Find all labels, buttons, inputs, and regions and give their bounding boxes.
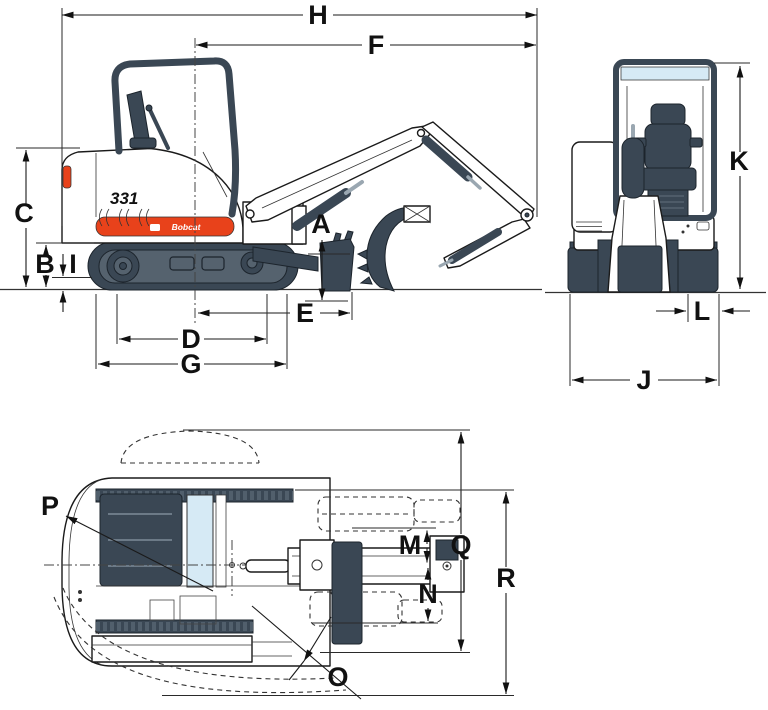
canopy-glazing <box>620 66 710 81</box>
side-boom <box>245 121 535 292</box>
rops-canopy <box>111 57 240 218</box>
rear-boom <box>597 124 679 293</box>
rear-view <box>567 59 719 293</box>
dim-label-h: H <box>308 0 328 30</box>
dim-label-b: B <box>35 249 55 279</box>
dim-A: A <box>305 209 350 302</box>
dim-label-c: C <box>14 198 34 228</box>
side-view: Bobcat 331 <box>61 57 535 292</box>
side-body: Bobcat 331 <box>61 57 307 245</box>
dim-label-e: E <box>296 298 314 328</box>
dim-E: E <box>198 292 353 328</box>
dim-label-i: I <box>69 249 77 279</box>
vent-slits <box>98 208 150 227</box>
dim-label-j: J <box>636 365 651 395</box>
dim-B: B <box>35 242 94 287</box>
seat <box>126 90 150 143</box>
dim-label-p: P <box>41 491 59 521</box>
fuel-tank <box>571 141 619 233</box>
dim-label-r: R <box>496 563 516 593</box>
dim-label-k: K <box>729 146 749 176</box>
dim-label-a: A <box>311 209 331 239</box>
dim-label-l: L <box>694 296 711 326</box>
top-view <box>44 430 465 694</box>
dim-label-n: N <box>418 579 438 609</box>
dim-label-o: O <box>327 662 348 692</box>
dim-L: L <box>656 294 750 386</box>
dim-F: F <box>194 30 536 324</box>
dim-K: K <box>714 62 750 289</box>
dim-Q: Q <box>183 429 472 653</box>
side-blade <box>240 230 355 292</box>
dim-C: C <box>14 147 80 287</box>
bobcat-stripe <box>95 216 235 237</box>
dim-P: P <box>41 491 214 592</box>
top-bucket-bar <box>331 541 363 645</box>
dim-H: H <box>61 0 538 226</box>
dim-label-f: F <box>368 30 385 60</box>
top-blade <box>91 635 292 663</box>
bobcat-logo-icon <box>150 224 160 231</box>
top-glass-panel <box>186 494 214 588</box>
brand-label: Bobcat <box>172 222 202 232</box>
side-track <box>87 241 299 291</box>
dim-label-m: M <box>399 530 422 560</box>
dim-J: J <box>569 294 717 395</box>
dim-O: O <box>251 605 362 700</box>
dim-label-q: Q <box>450 530 471 560</box>
dim-I: I <box>52 249 92 312</box>
dim-N: N <box>312 568 438 624</box>
dim-M: M <box>352 527 436 563</box>
dim-G: G <box>95 294 288 379</box>
dim-R: R <box>162 489 516 696</box>
canopy-swing-arc <box>120 430 260 464</box>
dim-label-d: D <box>181 324 201 354</box>
dim-D: D <box>116 294 268 354</box>
model-label: 331 <box>110 189 138 208</box>
tail-light <box>62 165 72 189</box>
top-boom <box>239 496 465 645</box>
dim-label-g: G <box>180 349 201 379</box>
